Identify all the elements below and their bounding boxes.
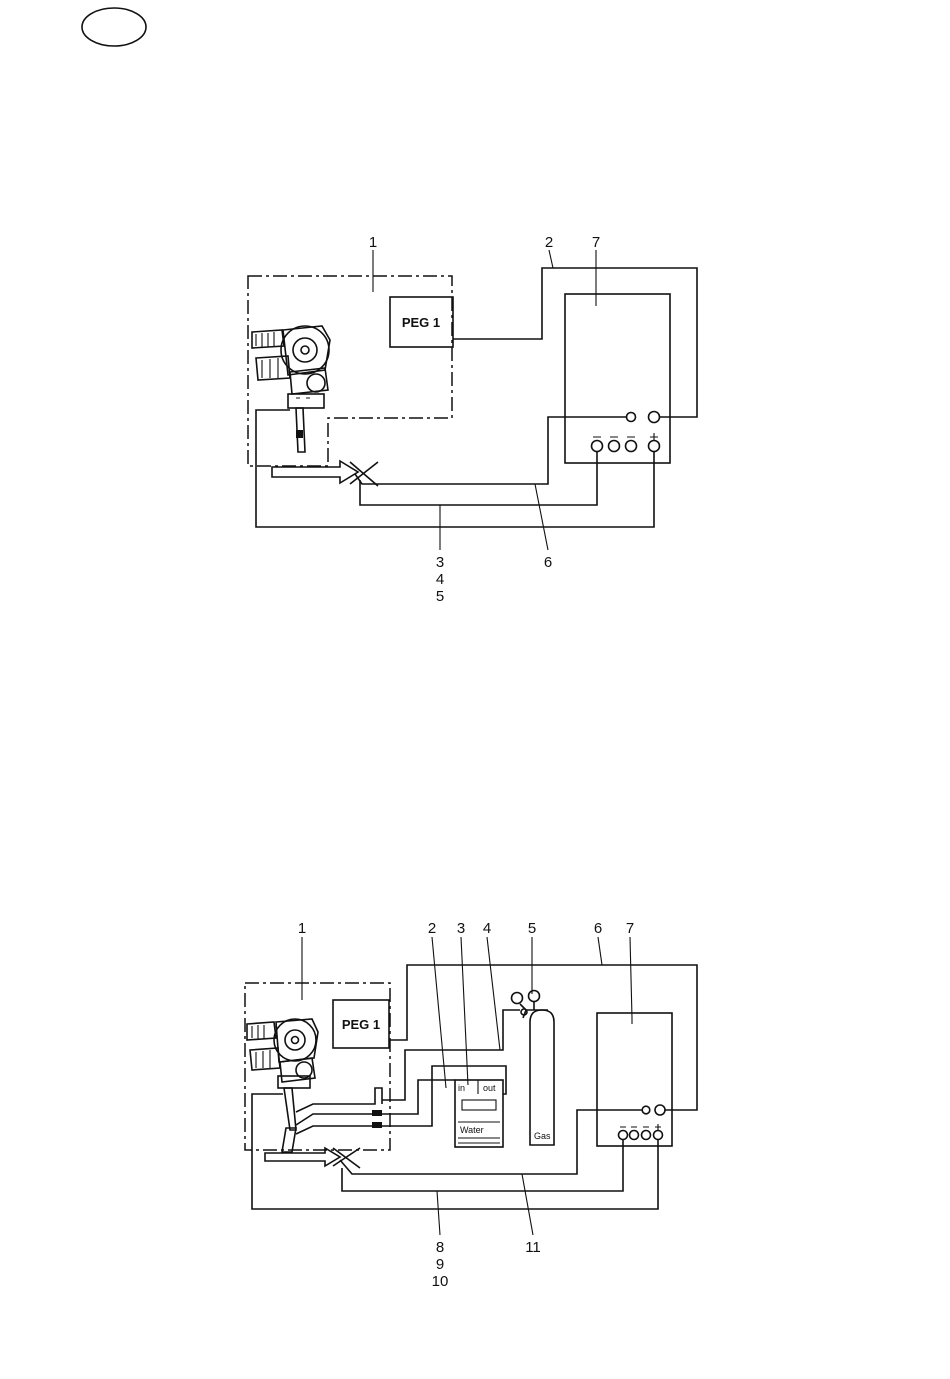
- language-oval: [82, 8, 146, 46]
- label-d2-3: 3: [457, 920, 465, 937]
- cooler-in-label: in: [458, 1083, 465, 1093]
- label-d2-5: 5: [528, 920, 536, 937]
- gas-label: Gas: [534, 1131, 551, 1141]
- minus-socket-d2-1: [619, 1131, 628, 1140]
- welding-head-enclosure: [248, 276, 452, 466]
- workpiece-arrow: [272, 461, 358, 483]
- minus-socket-3: [626, 441, 637, 452]
- label-d2-2: 2: [428, 920, 436, 937]
- minus-socket-d2-2: [630, 1131, 639, 1140]
- plus-socket-d2: [654, 1131, 663, 1140]
- minus-socket-d2-3: [642, 1131, 651, 1140]
- control-cable: [453, 268, 697, 417]
- label-d2-9: 9: [436, 1256, 444, 1273]
- label-4: 4: [436, 571, 444, 588]
- label-2: 2: [545, 234, 553, 251]
- label-d2-8: 8: [436, 1239, 444, 1256]
- label-1: 1: [369, 234, 377, 251]
- welding-head-enclosure-2: [245, 983, 390, 1150]
- gas-hose: [382, 1010, 520, 1100]
- control-socket-d2: [642, 1106, 650, 1114]
- minus-socket-1: [592, 441, 603, 452]
- label-d2-11: 11: [525, 1239, 541, 1256]
- diagram-1: PEG 1 1 2 7 3 4 5 6: [248, 234, 697, 605]
- plus-socket: [649, 441, 660, 452]
- gas-cylinder: [530, 1010, 554, 1145]
- pressure-gauge-2: [529, 991, 540, 1002]
- control-socket: [627, 413, 636, 422]
- cooler-panel: [462, 1100, 496, 1110]
- controller-label: PEG 1: [402, 315, 440, 330]
- cooler-out-label: out: [483, 1083, 496, 1093]
- control-socket-d2-2: [655, 1105, 665, 1115]
- control-socket-2: [649, 412, 660, 423]
- welding-head-drawing-2: [247, 1019, 318, 1152]
- diagram-2: PEG 1 in out Water Gas: [245, 920, 697, 1290]
- label-3: 3: [436, 554, 444, 571]
- label-d2-4: 4: [483, 920, 491, 937]
- label-7: 7: [592, 234, 600, 251]
- label-d2-1: 1: [298, 920, 306, 937]
- welding-cable: [256, 410, 654, 527]
- label-d2-7: 7: [626, 920, 634, 937]
- welding-head-drawing: [252, 326, 330, 452]
- ground-cable: [360, 452, 597, 505]
- sensor-cable: [355, 417, 627, 484]
- label-d2-6: 6: [594, 920, 602, 937]
- minus-socket-2: [609, 441, 620, 452]
- label-6: 6: [544, 554, 552, 571]
- controller-label-2: PEG 1: [342, 1017, 380, 1032]
- gas-hose-connector: [296, 1088, 382, 1112]
- pressure-gauge-1: [512, 993, 523, 1004]
- cooler-water-label: Water: [460, 1125, 484, 1135]
- label-5: 5: [436, 588, 444, 605]
- power-source-box-2: [597, 1013, 672, 1146]
- label-d2-10: 10: [432, 1273, 449, 1290]
- control-cable-2: [389, 965, 697, 1110]
